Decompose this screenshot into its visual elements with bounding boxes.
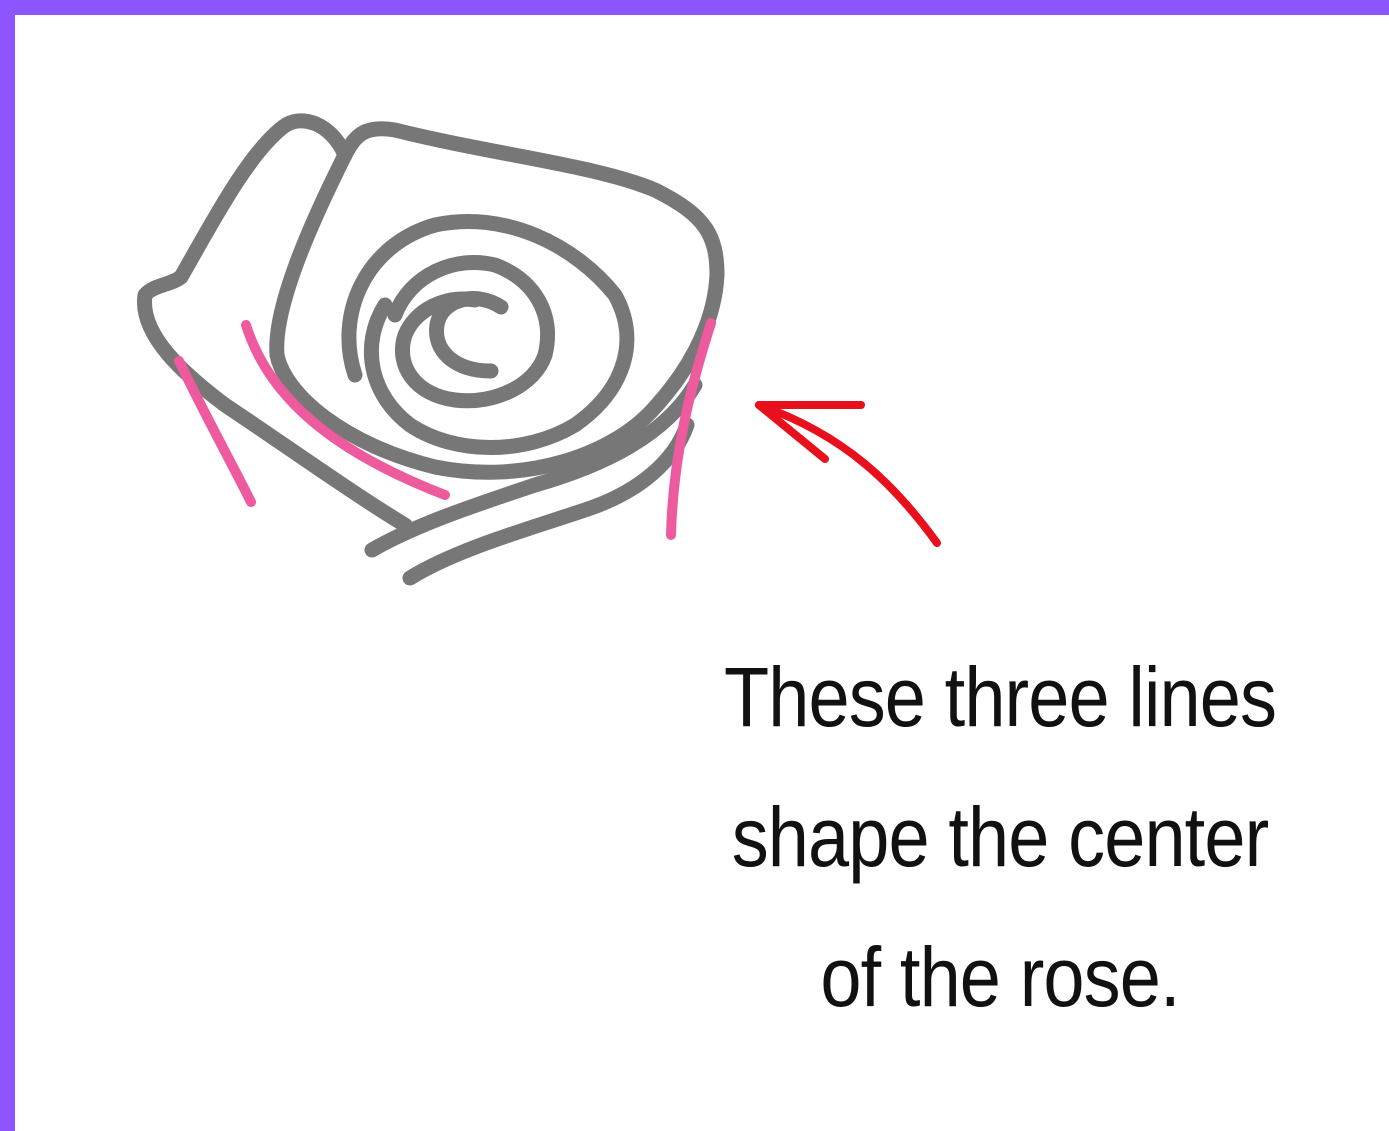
- inner-swirl: [395, 262, 548, 400]
- center-curl: [437, 299, 501, 371]
- middle-swirl: [349, 221, 627, 447]
- caption-line-1: These three lines: [674, 627, 1325, 767]
- caption-line-2: shape the center: [674, 767, 1325, 907]
- illustration-panel: These three lines shape the center of th…: [15, 15, 1389, 1131]
- curved-arrow-icon: [759, 405, 937, 543]
- rose-outline: [144, 121, 717, 578]
- caption-line-3: of the rose.: [674, 907, 1325, 1047]
- highlight-line-left: [179, 361, 251, 502]
- caption-text: These three lines shape the center of th…: [674, 627, 1325, 1047]
